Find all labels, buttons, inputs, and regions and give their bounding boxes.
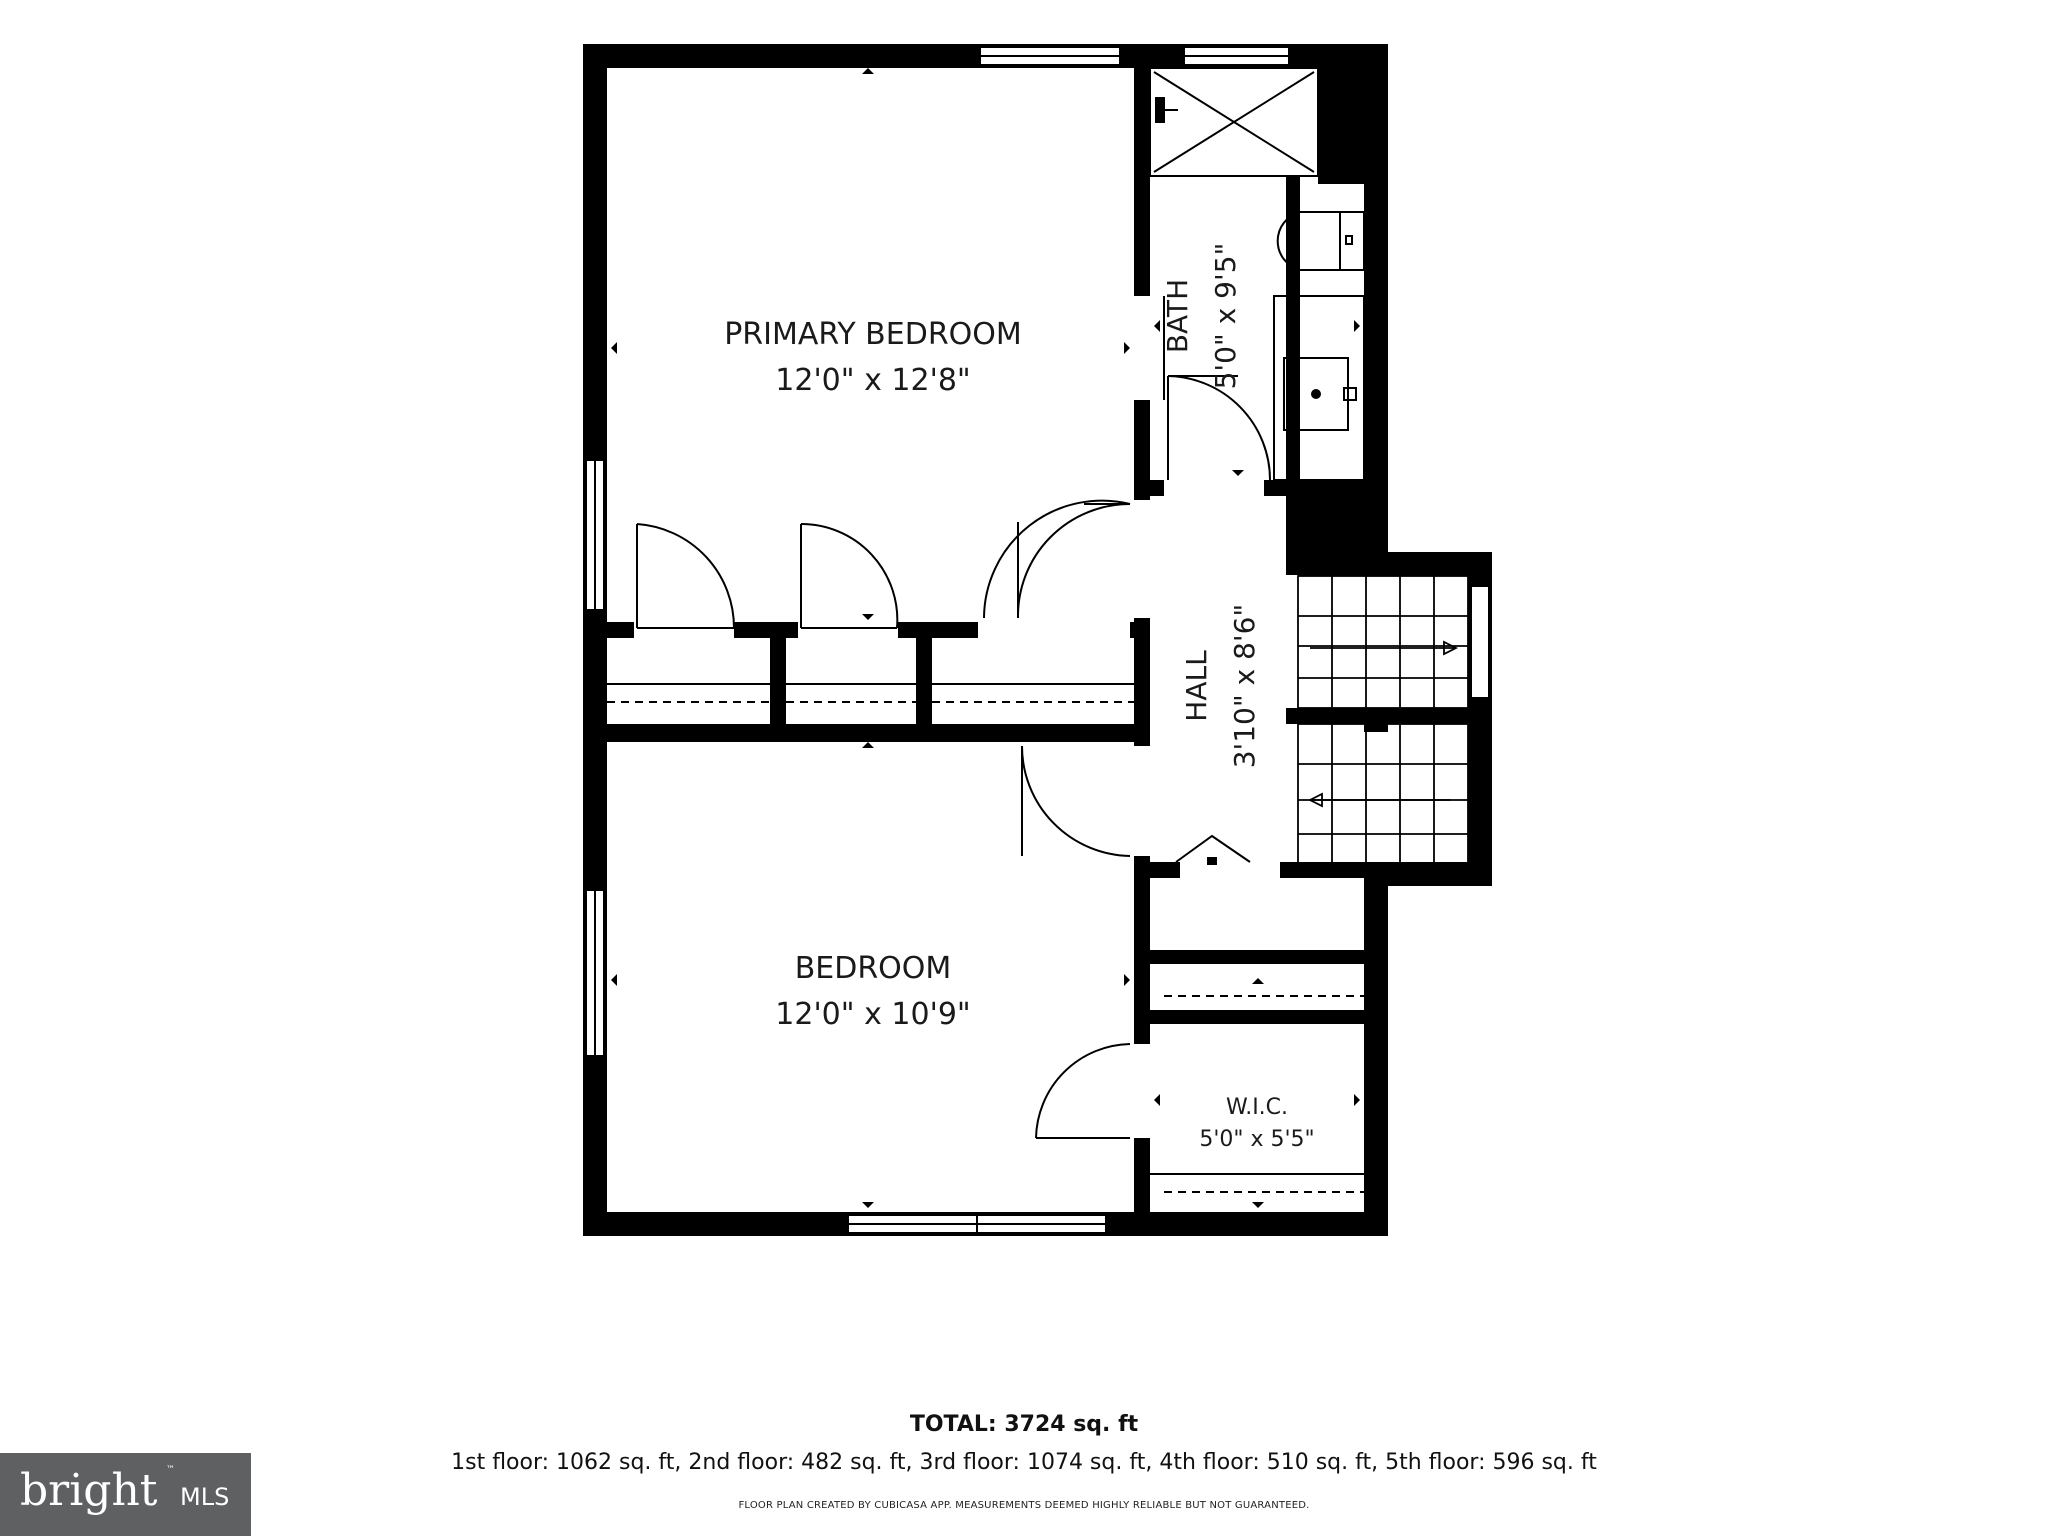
door-swings [636, 296, 1271, 1139]
primary-bedroom-name: PRIMARY BEDROOM [724, 317, 1022, 352]
closet-door-chevron [1175, 834, 1251, 865]
bedroom-size: 12'0" x 10'9" [775, 997, 970, 1032]
bedroom-name: BEDROOM [795, 951, 952, 986]
logo-suffix: MLS [180, 1483, 230, 1511]
outer-walls [583, 44, 1492, 1236]
wic-size: 5'0" x 5'5" [1199, 1127, 1314, 1152]
windows [585, 46, 1490, 1234]
room-labels: PRIMARY BEDROOM 12'0" x 12'8" BEDROOM 12… [724, 243, 1314, 1152]
disclaimer: FLOOR PLAN CREATED BY CUBICASA APP. MEAS… [738, 1500, 1310, 1511]
bright-mls-logo: bright ™ MLS [0, 1453, 251, 1536]
floor-plan: PRIMARY BEDROOM 12'0" x 12'8" BEDROOM 12… [583, 44, 1492, 1236]
logo-brand: bright [20, 1465, 158, 1516]
stairs [1297, 575, 1469, 865]
floor-areas: 1st floor: 1062 sq. ft, 2nd floor: 482 s… [451, 1450, 1597, 1475]
hall-name: HALL [1180, 650, 1213, 722]
primary-bedroom-size: 12'0" x 12'8" [775, 363, 970, 398]
bath-size: 5'0" x 9'5" [1209, 243, 1242, 390]
logo-trademark: ™ [166, 1465, 175, 1475]
hall-size: 3'10" x 8'6" [1228, 604, 1261, 769]
bath-fixtures [1149, 67, 1365, 481]
closet-shelves [607, 683, 1364, 1193]
wall-markers [611, 68, 1360, 1208]
total-area: TOTAL: 3724 sq. ft [909, 1412, 1139, 1437]
door-gaps [634, 296, 1280, 1138]
bath-name: BATH [1161, 279, 1194, 353]
wic-name: W.I.C. [1226, 1095, 1288, 1120]
interior-walls [583, 44, 1492, 1236]
